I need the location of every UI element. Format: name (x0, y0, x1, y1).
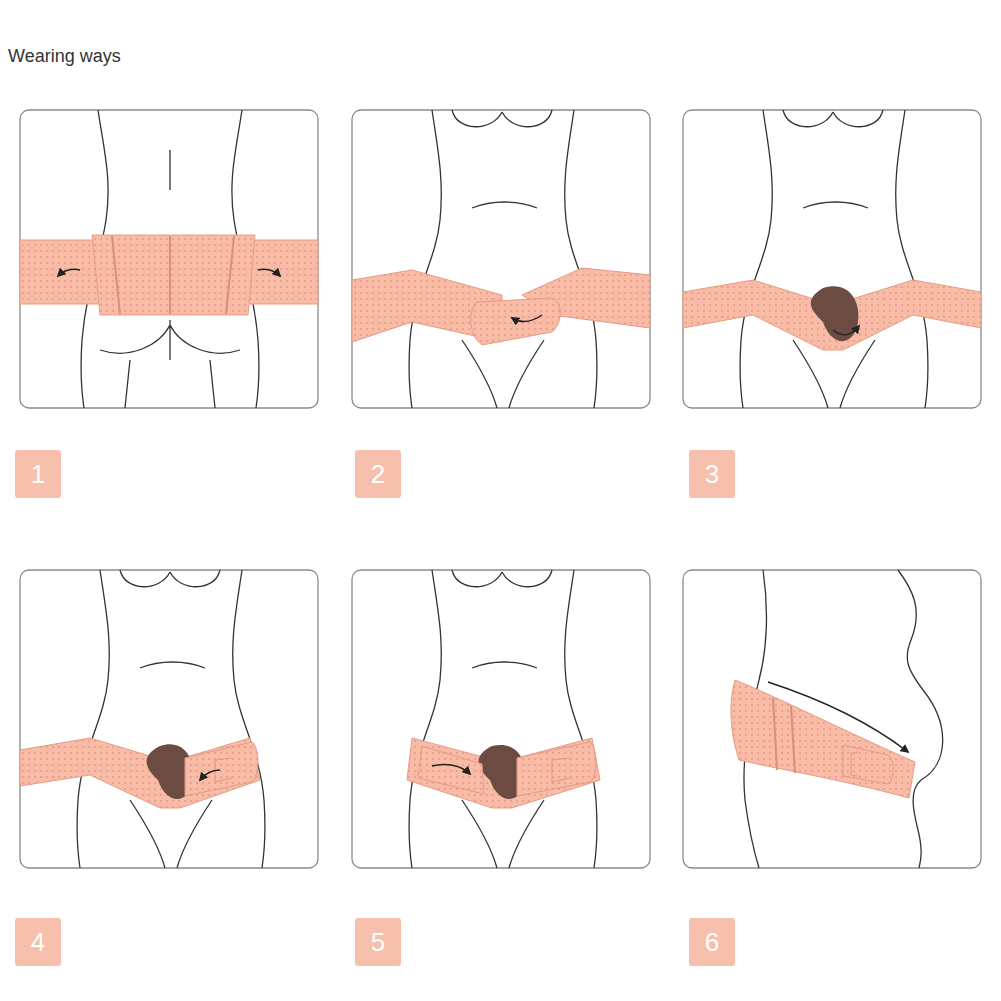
step-number: 3 (705, 459, 719, 490)
step-number-badge: 4 (15, 918, 61, 966)
step-number-badge: 6 (689, 918, 735, 966)
step-number: 1 (31, 459, 45, 490)
step-number: 6 (705, 927, 719, 958)
step-number-badge: 3 (689, 450, 735, 498)
title: Wearing ways (8, 46, 121, 67)
step-number-badge: 1 (15, 450, 61, 498)
step-number: 5 (371, 927, 385, 958)
step-number: 4 (31, 927, 45, 958)
step-number-badge: 5 (355, 918, 401, 966)
step-number: 2 (371, 459, 385, 490)
step-number-badge: 2 (355, 450, 401, 498)
